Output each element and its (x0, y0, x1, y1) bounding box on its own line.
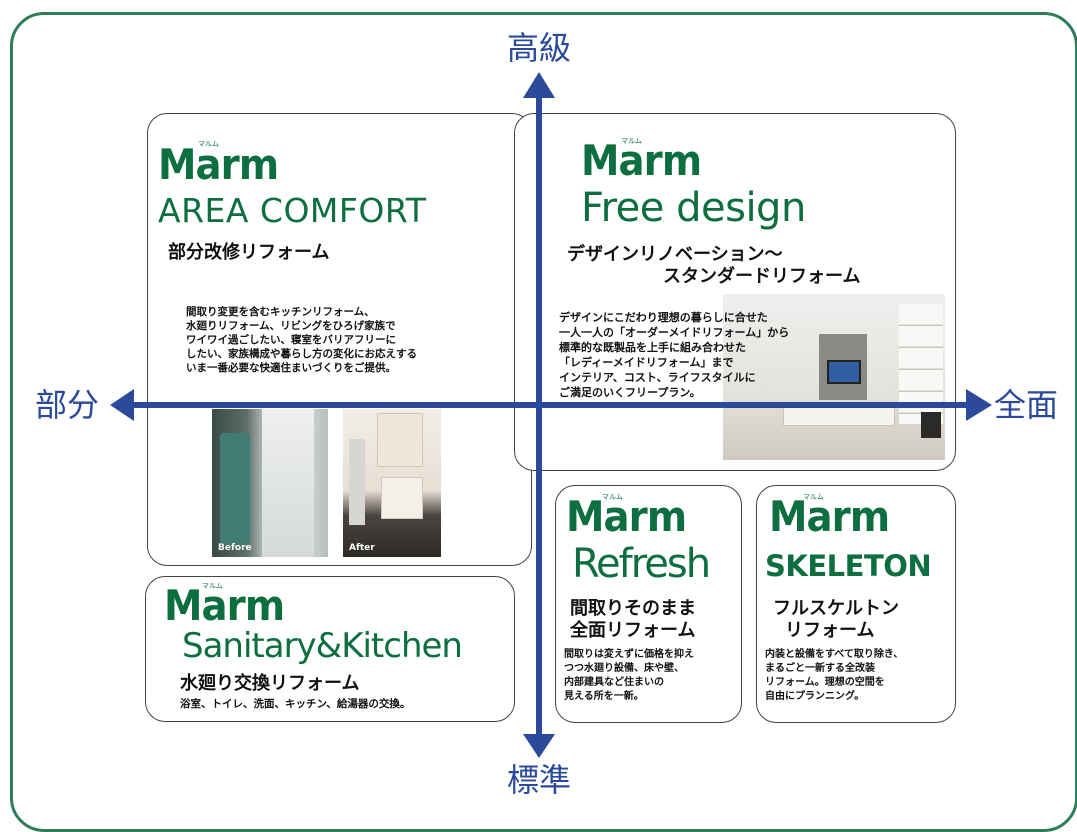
brand-logo: Marm (158, 140, 279, 189)
axis-label-left: 部分 (35, 386, 100, 424)
card-description: 間取り変更を含むキッチンリフォーム、 水廻りリフォーム、リビングをひろげ家族で … (186, 306, 417, 374)
product-name: AREA COMFORT (158, 191, 427, 230)
card-description: 内装と設備をすべて取り除き、 まるごと一新する全改装 リフォーム。理想の空間を … (765, 649, 904, 702)
brand-ruby: マルム (621, 137, 642, 145)
product-name: Free design (581, 185, 806, 231)
card-subtitle: 水廻り交換リフォーム (180, 673, 360, 694)
product-name: SKELETON (765, 549, 932, 583)
brand-logo: Marm (566, 492, 687, 541)
card-skeleton[interactable]: マルム Marm SKELETON フルスケルトン リフォーム 内装と設備をすべ… (756, 485, 956, 723)
product-name: Refresh (572, 541, 711, 587)
card-subtitle-line2: スタンダードリフォーム (663, 266, 861, 287)
card-free-design[interactable]: マルム Marm Free design デザインリノベーション～ スタンダード… (514, 113, 956, 471)
card-subtitle-line2: 全面リフォーム (570, 620, 696, 641)
card-subtitle-line1: フルスケルトン (773, 598, 899, 619)
card-subtitle-line1: 間取りそのまま (570, 598, 696, 619)
card-sanitary-kitchen[interactable]: マルム Marm Sanitary&Kitchen 水廻り交換リフォーム 浴室、… (145, 576, 515, 722)
brand-logo: Marm (581, 136, 702, 185)
card-description: デザインにこだわり理想の暮らしに合せた 一人一人の「オーダーメイドリフォーム」か… (559, 311, 790, 399)
brand-ruby: マルム (202, 582, 223, 590)
photo-before-caption: Before (218, 543, 252, 553)
card-subtitle: 部分改修リフォーム (168, 242, 330, 263)
photo-before: Before (212, 409, 328, 557)
brand-ruby: マルム (198, 140, 219, 148)
card-subtitle-line1: デザインリノベーション～ (567, 244, 783, 265)
brand-ruby: マルム (803, 493, 824, 501)
card-subtitle-line2: リフォーム (785, 620, 875, 641)
card-area-comfort[interactable]: マルム Marm AREA COMFORT 部分改修リフォーム 間取り変更を含む… (147, 113, 532, 566)
card-description: 間取りは変えずに価格を抑え つつ水廻り設備、床や壁、 内部建具など住まいの 見え… (564, 649, 694, 702)
photo-interior (723, 294, 945, 460)
axis-label-right: 全面 (994, 386, 1059, 424)
card-description: 浴室、トイレ、洗面、キッチン、給湯器の交換。 (180, 698, 411, 710)
brand-logo: Marm (164, 581, 285, 630)
photo-after-caption: After (349, 543, 375, 553)
photo-after: After (343, 409, 441, 557)
card-refresh[interactable]: マルム Marm Refresh 間取りそのまま 全面リフォーム 間取りは変えず… (555, 485, 742, 723)
axis-label-top: 高級 (507, 29, 572, 67)
brand-logo: Marm (769, 492, 890, 541)
axis-label-bottom: 標準 (507, 761, 572, 799)
brand-ruby: マルム (602, 493, 623, 501)
product-name: Sanitary&Kitchen (182, 626, 463, 666)
